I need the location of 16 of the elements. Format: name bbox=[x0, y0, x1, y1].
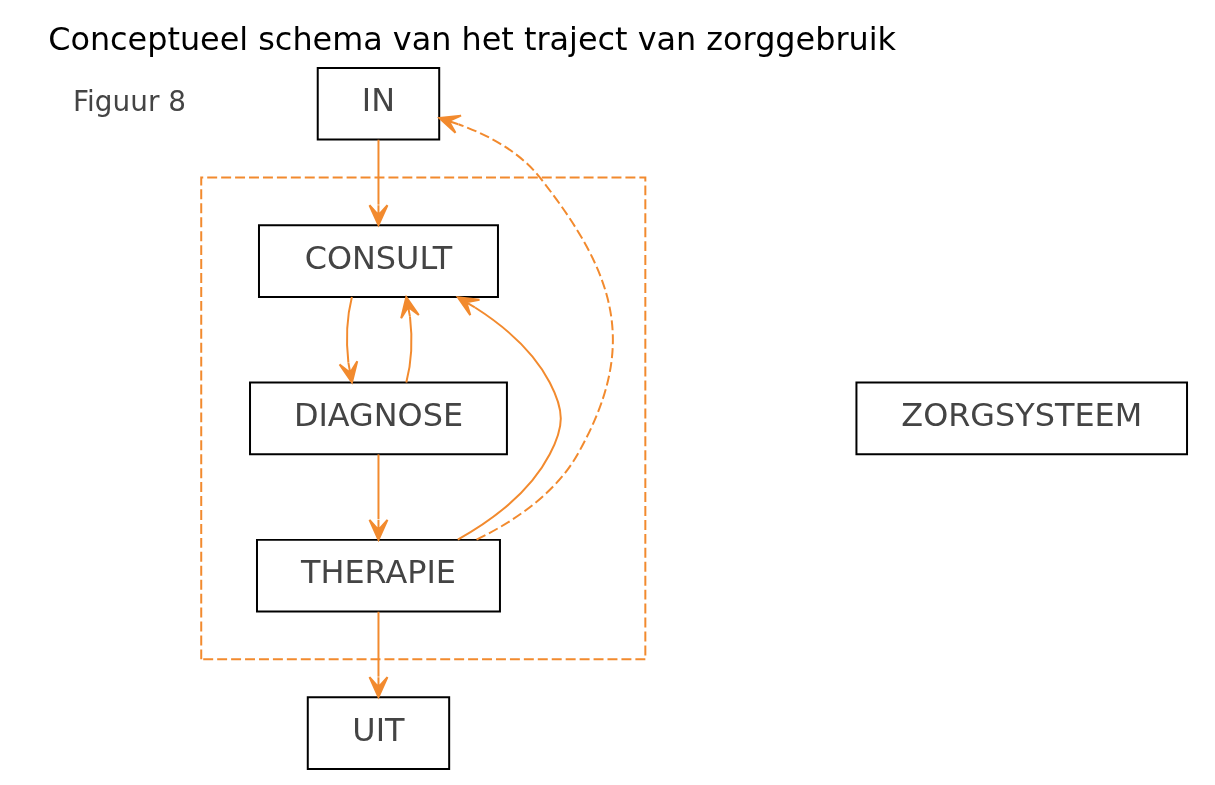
arrow bbox=[338, 296, 359, 384]
node-box: DIAGNOSE bbox=[249, 381, 508, 456]
arrow bbox=[368, 610, 389, 699]
arrow bbox=[368, 453, 389, 541]
diagram-title: Conceptueel schema van het traject van zorggebruik bbox=[48, 19, 897, 58]
cluster bbox=[200, 176, 647, 661]
node-box: IN bbox=[316, 66, 441, 141]
node-box: CONSULT bbox=[258, 224, 499, 298]
arrow bbox=[438, 114, 614, 541]
arrow bbox=[368, 138, 389, 227]
node-box: UIT bbox=[306, 696, 451, 770]
label: Figuur 8 bbox=[73, 85, 186, 119]
arrow bbox=[456, 296, 562, 541]
node-box: ZORGSYSTEEM bbox=[855, 381, 1189, 456]
node-box: THERAPIE bbox=[256, 538, 501, 613]
arrow bbox=[400, 296, 420, 384]
